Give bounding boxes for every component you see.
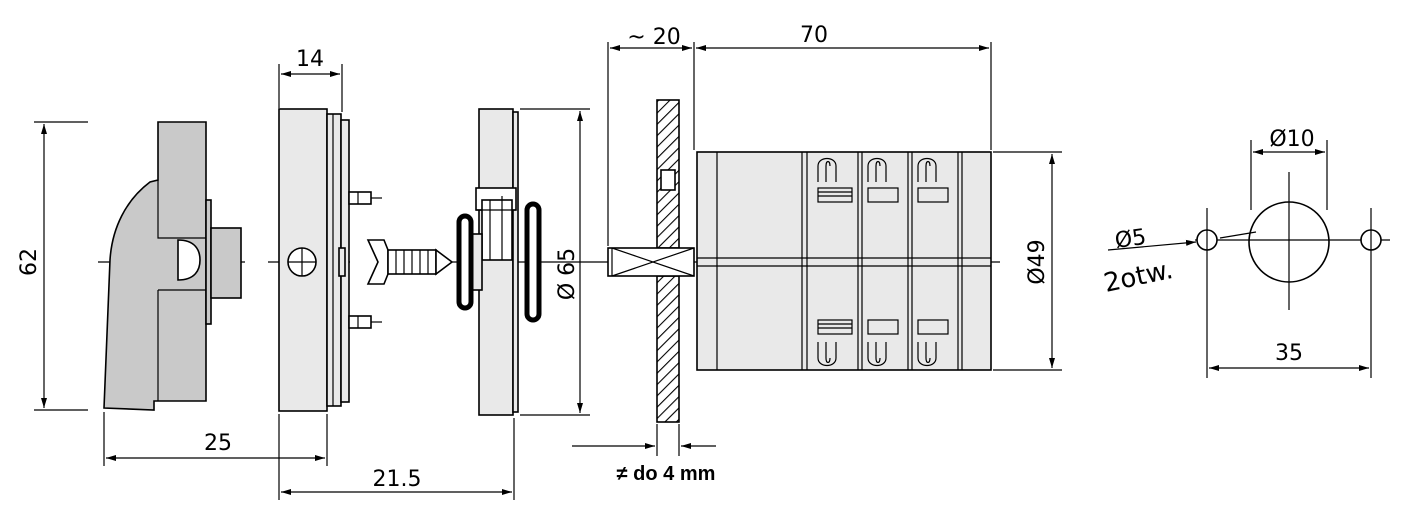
- dim-62-label: 62: [17, 248, 42, 276]
- dimensions: 62 14 25 21.5 Ø 65 ~ 20 70 Ø49: [17, 23, 1369, 500]
- dim-25-label: 25: [204, 431, 232, 456]
- dim-20-label: ~ 20: [627, 25, 680, 50]
- panel-thickness-note: ≠ do 4 mm: [617, 463, 716, 485]
- dim-10-label: Ø10: [1269, 127, 1314, 152]
- mounting-flange: [456, 108, 542, 416]
- dim-14-label: 14: [296, 47, 324, 72]
- dim-70-label: 70: [800, 23, 828, 48]
- dim-5-label: Ø5: [1113, 225, 1148, 254]
- mounting-panel: [656, 99, 680, 423]
- dim-21-5-label: 21.5: [373, 467, 422, 492]
- holes-note: 2otw.: [1101, 255, 1176, 299]
- dim-65-label: Ø 65: [555, 248, 580, 300]
- handle-knob: [103, 121, 242, 411]
- dim-35-label: 35: [1275, 341, 1303, 366]
- switch-body: [696, 151, 992, 371]
- screw: [366, 239, 454, 285]
- front-plate: [278, 108, 382, 412]
- dim-49-label: Ø49: [1025, 239, 1050, 284]
- shaft-coupling: [607, 247, 695, 277]
- drilling-pattern: [1195, 172, 1390, 378]
